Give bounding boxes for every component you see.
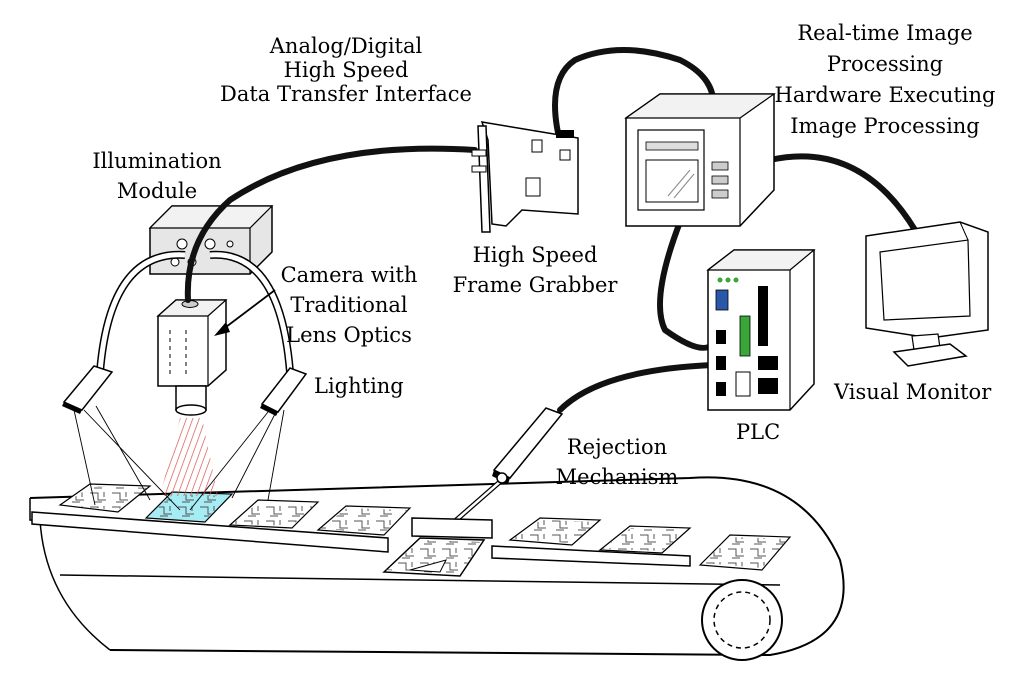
camera xyxy=(156,299,228,416)
label-line: Processing xyxy=(826,52,944,76)
label-image-processing-hardware: Real-time Image Processing Hardware Exec… xyxy=(760,18,1010,142)
light-guides xyxy=(96,250,294,373)
label-frame-grabber: High Speed Frame Grabber xyxy=(440,240,630,300)
label-line: Rejection xyxy=(566,435,668,459)
inspection-beam xyxy=(160,418,218,496)
label-line: Data Transfer Interface xyxy=(220,82,472,106)
plc-unit xyxy=(706,249,816,411)
circuit-boards xyxy=(58,483,792,577)
rejection-mechanism xyxy=(411,407,564,539)
label-line: Traditional xyxy=(290,293,408,317)
label-data-transfer-interface: Analog/Digital High Speed Data Transfer … xyxy=(208,34,484,106)
lighting-lamps xyxy=(62,365,308,416)
label-plc: PLC xyxy=(736,420,781,444)
processing-hardware xyxy=(624,93,776,227)
label-line: High Speed xyxy=(283,58,409,82)
label-line: High Speed xyxy=(472,243,598,267)
label-line: Image Processing xyxy=(790,114,980,138)
label-line: Module xyxy=(116,179,198,203)
label-visual-monitor: Visual Monitor xyxy=(834,380,992,404)
label-rejection-mechanism: Rejection Mechanism xyxy=(548,432,686,492)
label-illumination-module: Illumination Module xyxy=(72,146,242,206)
visual-monitor xyxy=(865,221,989,367)
label-line: Real-time Image xyxy=(797,21,973,45)
label-line: Camera with xyxy=(280,263,418,287)
label-camera: Camera with Traditional Lens Optics xyxy=(274,260,424,350)
label-line: Hardware Executing xyxy=(774,83,996,107)
camera-pointer xyxy=(214,289,276,336)
cables xyxy=(184,47,918,413)
label-lighting: Lighting xyxy=(314,374,404,398)
belt-roller xyxy=(701,579,783,661)
label-line: Lens Optics xyxy=(286,323,412,347)
label-line: Frame Grabber xyxy=(452,273,618,297)
label-line: Mechanism xyxy=(555,465,679,489)
frame-grabber-card xyxy=(471,121,579,233)
label-line: Analog/Digital xyxy=(269,34,423,58)
label-line: Illumination xyxy=(92,149,222,173)
conveyor-belt xyxy=(29,476,845,661)
